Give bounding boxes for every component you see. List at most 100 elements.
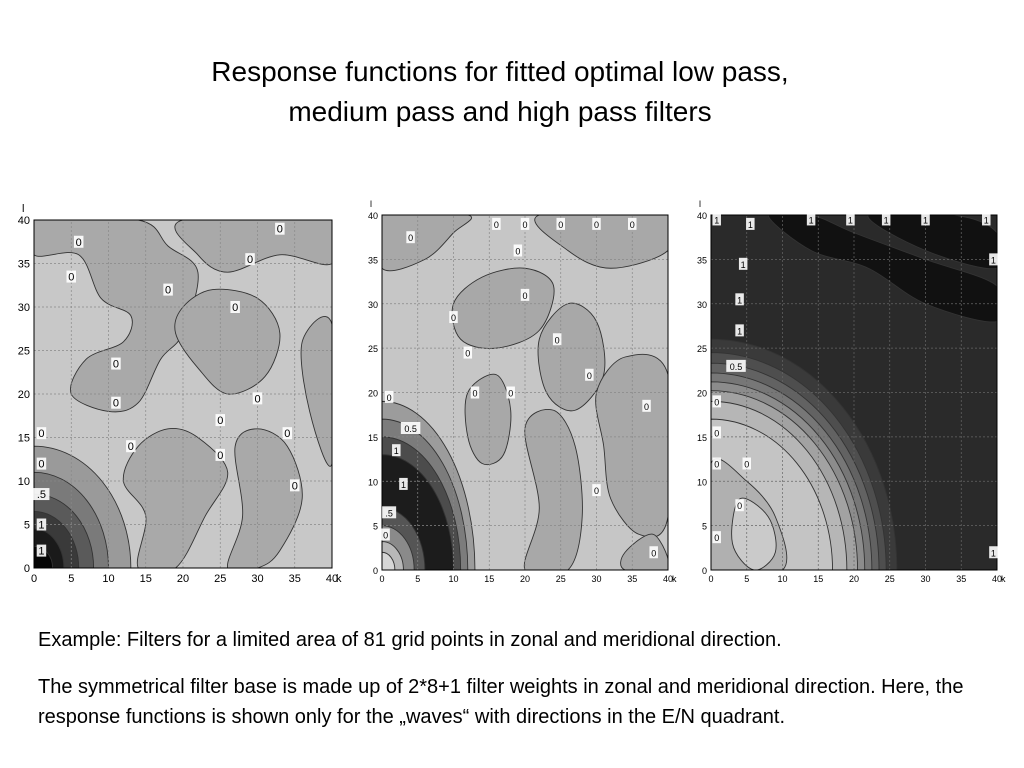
svg-text:1: 1 — [737, 326, 742, 336]
svg-text:1: 1 — [38, 520, 44, 532]
contour-label: 0 — [506, 386, 515, 399]
svg-text:0: 0 — [494, 220, 499, 230]
svg-text:0.5: 0.5 — [730, 362, 743, 372]
x-axis-label: k — [1001, 574, 1006, 584]
contour-label: 0 — [381, 528, 390, 541]
contour-label: 1 — [982, 213, 991, 226]
x-axis-label: k — [672, 574, 677, 584]
svg-text:0: 0 — [594, 220, 599, 230]
svg-text:.5: .5 — [37, 489, 46, 501]
svg-text:1: 1 — [748, 220, 753, 230]
y-tick-label: 30 — [368, 300, 378, 310]
svg-text:0: 0 — [284, 428, 290, 440]
contour-label: 1 — [881, 213, 891, 226]
svg-text:0: 0 — [408, 233, 413, 243]
y-tick-label: 15 — [697, 433, 707, 443]
svg-text:0: 0 — [737, 501, 742, 511]
svg-text:1: 1 — [809, 215, 814, 225]
contour-label: 0 — [163, 283, 173, 297]
x-tick-label: 10 — [448, 574, 458, 584]
x-tick-label: 20 — [520, 574, 530, 584]
x-tick-label: 30 — [920, 574, 930, 584]
svg-text:0: 0 — [165, 285, 171, 297]
contour-label: 0 — [712, 395, 721, 408]
caption-example: Example: Filters for a limited area of 8… — [38, 629, 782, 651]
contour-label: 0 — [520, 217, 530, 230]
contour-label: 1 — [989, 546, 998, 559]
contour-label: 1 — [921, 213, 930, 226]
svg-text:.5: .5 — [385, 508, 393, 518]
svg-text:0: 0 — [714, 460, 719, 470]
svg-text:1: 1 — [884, 215, 889, 225]
y-tick-label: 15 — [368, 433, 378, 443]
slide-title: Response functions for fitted optimal lo… — [0, 52, 1000, 132]
contour-label: 1 — [846, 213, 855, 226]
x-tick-label: 30 — [251, 573, 263, 585]
grid-lines — [382, 215, 668, 570]
contour-label: 1 — [392, 444, 401, 457]
x-axis-label: k — [336, 573, 342, 585]
contour-label: 0 — [552, 333, 562, 346]
contour-fills — [711, 215, 997, 570]
x-tick-label: 25 — [214, 573, 226, 585]
svg-text:1: 1 — [991, 255, 996, 265]
x-tick-label: 40 — [663, 574, 673, 584]
svg-text:1: 1 — [741, 260, 746, 270]
x-tick-label: 5 — [68, 573, 74, 585]
x-tick-label: 40 — [992, 574, 1002, 584]
x-tick-label: 30 — [591, 574, 601, 584]
y-axis-label: l — [699, 199, 701, 209]
y-tick-label: 5 — [24, 520, 30, 532]
x-tick-label: 25 — [556, 574, 566, 584]
contour-label: 0 — [712, 531, 721, 544]
contour-label: 0.5 — [400, 422, 421, 434]
y-tick-label: 35 — [368, 255, 378, 265]
y-tick-label: 0 — [24, 563, 30, 575]
x-tick-label: 15 — [813, 574, 823, 584]
svg-text:0: 0 — [630, 220, 635, 230]
x-tick-label: 35 — [956, 574, 966, 584]
contour-label: 0 — [585, 368, 594, 381]
contour-label: 0 — [275, 222, 285, 236]
svg-text:0: 0 — [38, 459, 44, 471]
contour-label: 0 — [735, 499, 744, 512]
title-line-2: medium pass and high pass filters — [288, 96, 712, 127]
x-tick-label: 10 — [102, 573, 114, 585]
contour-label: 0 — [215, 448, 225, 462]
contour-label: 0 — [520, 288, 530, 301]
contour-label: 0 — [628, 217, 637, 230]
svg-text:0: 0 — [587, 371, 592, 381]
x-tick-label: 15 — [140, 573, 152, 585]
svg-text:0: 0 — [714, 397, 719, 407]
y-tick-label: 35 — [697, 255, 707, 265]
contour-label: 0 — [712, 457, 721, 470]
contour-label: 0 — [449, 311, 458, 324]
y-tick-label: 0 — [702, 566, 707, 576]
x-tick-label: 20 — [849, 574, 859, 584]
x-tick-label: 35 — [627, 574, 637, 584]
svg-text:0: 0 — [277, 224, 283, 236]
svg-text:0: 0 — [76, 237, 82, 249]
svg-text:0: 0 — [232, 302, 238, 314]
contour-label: 0 — [36, 427, 47, 440]
x-tick-label: 35 — [289, 573, 301, 585]
x-tick-label: 20 — [177, 573, 189, 585]
x-tick-label: 0 — [31, 573, 37, 585]
svg-text:0: 0 — [217, 450, 223, 462]
contour-label: 1 — [36, 518, 47, 532]
y-axis-label: l — [370, 199, 372, 209]
y-tick-label: 40 — [697, 211, 707, 221]
svg-text:0: 0 — [38, 428, 44, 440]
contour-label: 1 — [746, 217, 755, 230]
contour-label: 0 — [290, 479, 300, 492]
svg-text:1: 1 — [991, 548, 996, 558]
svg-text:0: 0 — [68, 272, 74, 284]
contour-fills — [34, 220, 332, 568]
title-line-1: Response functions for fitted optimal lo… — [211, 56, 789, 87]
contour-label: 0 — [245, 253, 255, 266]
svg-text:1: 1 — [737, 295, 742, 305]
